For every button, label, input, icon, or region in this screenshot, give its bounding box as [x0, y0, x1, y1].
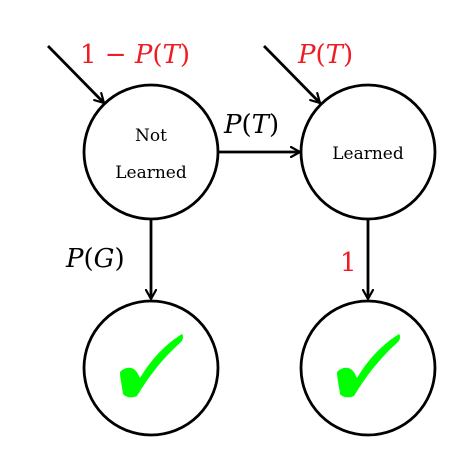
checkmark-icon — [337, 334, 401, 398]
label-minus: − — [97, 40, 135, 70]
label-close: ) — [269, 110, 279, 140]
initial-arrow-not-learned — [47, 45, 104, 103]
node-not-learned-label-line2: Learned — [115, 163, 187, 183]
label-g: G — [94, 244, 115, 274]
label-p: P — [223, 110, 242, 140]
label-p: P — [297, 40, 316, 70]
checkmark-icon — [120, 334, 184, 398]
initial-arrow-learned — [263, 45, 320, 103]
label-t: T — [326, 40, 345, 70]
label-transition: P(T) — [223, 110, 279, 140]
label-t: T — [163, 40, 182, 70]
node-learned-label: Learned — [332, 144, 404, 164]
label-open: ( — [242, 110, 252, 140]
label-close: ) — [114, 244, 124, 274]
label-one: 1 — [340, 248, 357, 278]
label-p: P — [134, 40, 153, 70]
node-not-learned-label-line1: Not — [135, 126, 167, 146]
label-p: P — [65, 244, 84, 274]
label-guess: P(G) — [65, 244, 125, 274]
label-close: ) — [180, 40, 190, 70]
node-not-learned: Not Learned — [82, 83, 220, 221]
label-initial-learned: P(T) — [297, 40, 353, 70]
node-correct-left — [82, 299, 220, 437]
node-correct-right — [299, 299, 437, 437]
label-one: 1 — [80, 40, 97, 70]
label-emit-learned: 1 — [340, 248, 357, 278]
label-open: ( — [316, 40, 326, 70]
node-learned: Learned — [299, 83, 437, 221]
label-initial-not-learned: 1 − P(T) — [80, 40, 190, 70]
label-open: ( — [84, 244, 94, 274]
label-open: ( — [152, 40, 162, 70]
label-close: ) — [343, 40, 353, 70]
label-t: T — [252, 110, 271, 140]
